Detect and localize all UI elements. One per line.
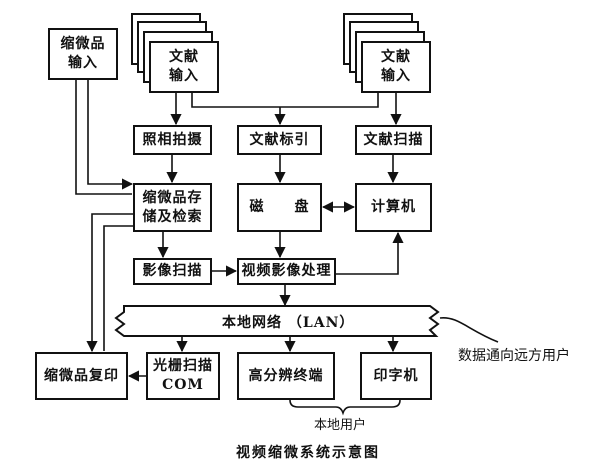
image-scan-label: 影像扫描 <box>142 263 203 279</box>
image-scan-box: 影像扫描 <box>133 258 212 285</box>
line-doc-stacks-join <box>191 92 379 108</box>
copy-box: 缩微品复印 <box>35 352 128 400</box>
disk-label: 磁 盘 <box>249 199 310 215</box>
arrow-storage-to-copy-a <box>86 213 133 353</box>
doc-input-right-line2: 输入 <box>381 68 411 84</box>
video-processing-box: 视频影像处理 <box>237 258 336 285</box>
local-users-label: 本地用户 <box>314 418 367 433</box>
copy-label: 缩微品复印 <box>44 367 119 384</box>
com-line2: COM <box>162 377 204 393</box>
storage-line2: 储及检索 <box>142 208 203 225</box>
doc-input-left-line1: 文献 <box>169 49 199 65</box>
diagram-caption: 视频缩微系统示意图 <box>236 445 380 461</box>
storage-line1: 缩微品存 <box>142 189 203 206</box>
network-label: 本地网络 （LAN） <box>222 315 355 331</box>
printer-box: 印字机 <box>360 352 432 400</box>
photo-label: 照相拍摄 <box>142 131 203 148</box>
doc-scan-box: 文献扫描 <box>355 125 432 155</box>
line-mfinput-to-storage-b <box>75 80 132 195</box>
microfilm-input-box: 缩微品 输入 <box>48 28 118 80</box>
arrow-mfinput-to-storage-a <box>87 80 134 190</box>
line-network-to-remote <box>439 317 499 343</box>
doc-scan-label: 文献扫描 <box>363 131 424 148</box>
microfilm-input-line2: 输入 <box>68 55 98 71</box>
com-box: 光栅扫描 COM <box>146 352 220 400</box>
brace-local-users <box>289 399 401 416</box>
remote-users-label: 数据通向远方用户 <box>458 348 570 364</box>
computer-box: 计算机 <box>355 183 432 232</box>
microfilm-input-line1: 缩微品 <box>60 36 106 52</box>
terminal-box: 高分辨终端 <box>237 352 335 400</box>
video-processing-label: 视频影像处理 <box>241 263 332 279</box>
indexing-box: 文献标引 <box>237 125 322 155</box>
doc-stack-left <box>131 13 219 93</box>
com-line1: 光栅扫描 <box>153 358 213 374</box>
doc-input-right-line1: 文献 <box>381 49 411 65</box>
printer-label: 印字机 <box>373 367 419 384</box>
storage-box: 缩微品存 储及检索 <box>133 183 212 232</box>
arrow-video-to-computer <box>336 231 404 275</box>
line-storage-to-copy-b <box>103 225 133 351</box>
doc-stack-right <box>343 13 431 93</box>
terminal-label: 高分辨终端 <box>248 367 324 384</box>
photo-box: 照相拍摄 <box>133 125 212 155</box>
network-band <box>114 305 440 337</box>
disk-box: 磁 盘 <box>237 183 322 232</box>
doc-input-right: 文献 输入 <box>362 42 430 92</box>
doc-input-left-line2: 输入 <box>169 68 199 84</box>
doc-input-left: 文献 输入 <box>150 42 218 92</box>
indexing-label: 文献标引 <box>249 131 310 148</box>
computer-label: 计算机 <box>371 199 416 215</box>
